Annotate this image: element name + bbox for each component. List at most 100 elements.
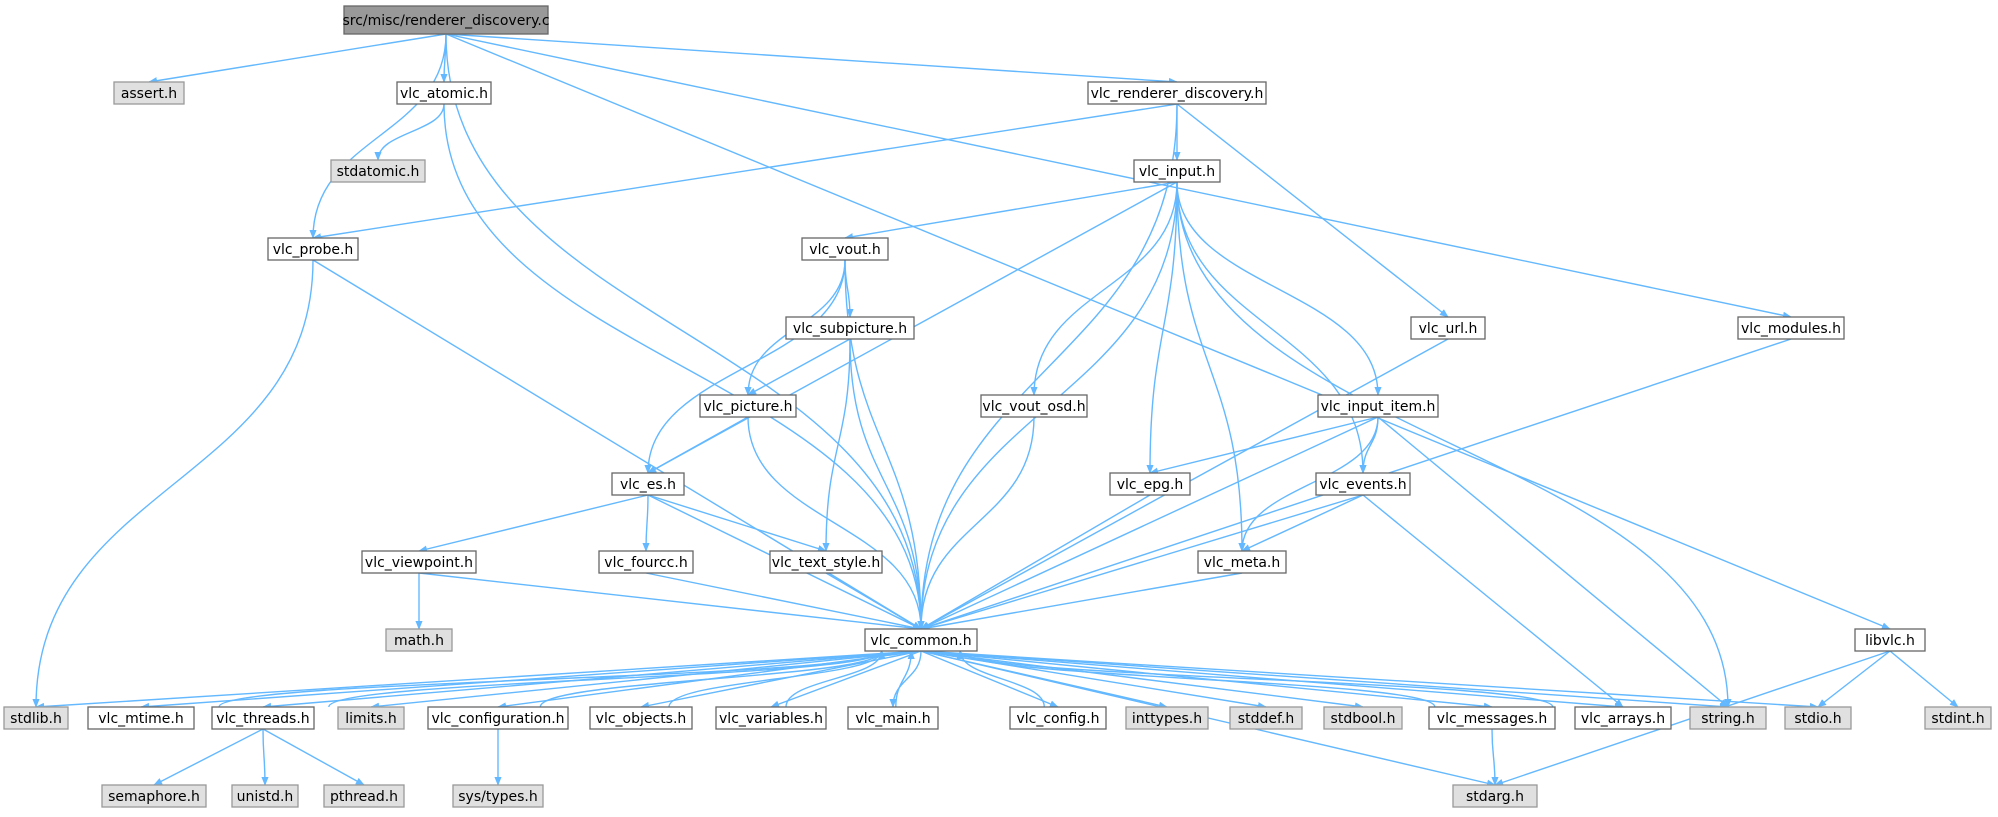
node-vlc-probe[interactable]: vlc_probe.h — [267, 237, 359, 261]
edge-vlc-common-to-stdbool — [920, 650, 1364, 710]
edge-root-to-vlc-probe — [309, 33, 447, 239]
node-label: inttypes.h — [1132, 711, 1202, 727]
node-vlc-modules[interactable]: vlc_modules.h — [1737, 316, 1845, 340]
node-label: vlc_vout.h — [809, 242, 880, 258]
node-box — [1133, 159, 1221, 183]
edge-root-to-assert — [148, 33, 447, 85]
node-box — [343, 5, 549, 35]
edge-vlc-input-to-vlc-events — [1176, 181, 1367, 474]
node-label: pthread.h — [330, 789, 398, 805]
edge-vlc-vout-to-vlc-es — [644, 259, 846, 474]
node-label: stdint.h — [1931, 711, 1984, 727]
edge-vlc-input-to-vlc-epg — [1146, 181, 1178, 474]
node-label: vlc_variables.h — [719, 711, 823, 727]
edge-vlc-events-to-vlc-meta — [1241, 494, 1364, 552]
node-vlc-config[interactable]: vlc_config.h — [1009, 706, 1107, 730]
node-label: vlc_events.h — [1319, 477, 1406, 493]
edge-vlc-input-to-string — [1176, 181, 1732, 708]
node-vlc-vout[interactable]: vlc_vout.h — [801, 237, 889, 261]
node-vlc-common[interactable]: vlc_common.h — [864, 628, 978, 652]
node-root: src/misc/renderer_discovery.c — [342, 5, 550, 35]
node-box — [323, 784, 405, 808]
edge-vlc-subpicture-to-vlc-text-style — [822, 338, 851, 552]
edge-vlc-subpicture-to-vlc-common — [849, 338, 925, 630]
node-box — [87, 706, 195, 730]
node-vlc-configuration[interactable]: vlc_configuration.h — [427, 706, 569, 730]
edge-vlc-events-to-vlc-arrays — [1362, 494, 1624, 708]
edge-vlc-vout-to-vlc-common — [844, 259, 925, 630]
node-label: libvlc.h — [1865, 633, 1915, 649]
node-label: limits.h — [345, 711, 396, 727]
node-libvlc[interactable]: libvlc.h — [1854, 628, 1926, 652]
node-vlc-text-style[interactable]: vlc_text_style.h — [769, 550, 883, 574]
edge-vlc-input-item-to-vlc-epg — [1149, 416, 1379, 475]
node-vlc-fourcc[interactable]: vlc_fourcc.h — [598, 550, 694, 574]
edge-vlc-es-to-vlc-fourcc — [642, 494, 650, 552]
node-label: vlc_viewpoint.h — [365, 555, 473, 571]
node-vlc-main[interactable]: vlc_main.h — [847, 706, 939, 730]
node-label: assert.h — [121, 86, 177, 102]
edge-vlc-messages-to-vlc-common — [956, 650, 1436, 708]
edge-vlc-picture-to-vlc-es — [647, 416, 749, 474]
edge-vlc-viewpoint-to-vlc-common — [418, 572, 922, 632]
node-vlc-url[interactable]: vlc_url.h — [1410, 316, 1486, 340]
edge-vlc-input-to-vlc-meta — [1176, 181, 1246, 552]
node-vlc-threads[interactable]: vlc_threads.h — [211, 706, 315, 730]
nodes-layer: src/misc/renderer_discovery.c assert.h vlc… — [3, 5, 1992, 808]
edge-vlc-arrays-to-vlc-common — [956, 650, 1554, 708]
node-box — [801, 237, 889, 261]
node-box — [1317, 394, 1439, 418]
node-label: vlc_main.h — [855, 711, 930, 727]
node-vlc-mtime[interactable]: vlc_mtime.h — [87, 706, 195, 730]
edge-vlc-common-to-vlc-variables — [770, 650, 922, 708]
node-vlc-messages[interactable]: vlc_messages.h — [1428, 706, 1556, 730]
node-box — [980, 394, 1088, 418]
node-box — [1784, 706, 1852, 730]
edge-vlc-probe-to-stdlib — [32, 259, 314, 708]
edge-vlc-common-to-limits — [370, 650, 922, 710]
node-vlc-subpicture[interactable]: vlc_subpicture.h — [785, 316, 915, 340]
node-box — [211, 706, 315, 730]
node-label: vlc_config.h — [1016, 711, 1099, 727]
node-vlc-arrays[interactable]: vlc_arrays.h — [1574, 706, 1672, 730]
node-vlc-objects[interactable]: vlc_objects.h — [589, 706, 693, 730]
node-vlc-atomic[interactable]: vlc_atomic.h — [396, 81, 492, 105]
node-label: vlc_epg.h — [1117, 477, 1184, 493]
node-label: sys/types.h — [458, 789, 537, 805]
node-box — [101, 784, 207, 808]
edge-vlc-es-to-vlc-viewpoint — [418, 494, 649, 553]
edge-vlc-input-to-vlc-vout — [844, 181, 1178, 241]
node-vlc-input[interactable]: vlc_input.h — [1133, 159, 1221, 183]
node-vlc-epg[interactable]: vlc_epg.h — [1109, 472, 1191, 496]
node-vlc-picture[interactable]: vlc_picture.h — [699, 394, 797, 418]
node-vlc-viewpoint[interactable]: vlc_viewpoint.h — [361, 550, 477, 574]
node-label: vlc_common.h — [870, 633, 971, 649]
node-box — [1854, 628, 1926, 652]
edge-vlc-input-item-to-string — [1377, 416, 1729, 708]
edge-vlc-common-to-vlc-mtime — [140, 650, 922, 711]
node-vlc-meta[interactable]: vlc_meta.h — [1197, 550, 1287, 574]
node-label: vlc_meta.h — [1204, 555, 1281, 571]
node-stdbool: stdbool.h — [1323, 706, 1403, 730]
node-vlc-variables[interactable]: vlc_variables.h — [715, 706, 827, 730]
node-vlc-input-item[interactable]: vlc_input_item.h — [1317, 394, 1439, 418]
node-box — [715, 706, 827, 730]
node-stdlib: stdlib.h — [3, 706, 69, 730]
node-box — [1087, 81, 1267, 105]
edge-vlc-threads-to-unistd — [261, 728, 269, 786]
node-vlc-events[interactable]: vlc_events.h — [1315, 472, 1411, 496]
node-label: stddef.h — [1238, 711, 1294, 727]
node-label: vlc_objects.h — [596, 711, 687, 727]
node-vlc-renderer-discovery[interactable]: vlc_renderer_discovery.h — [1087, 81, 1267, 105]
node-box — [1197, 550, 1287, 574]
node-box — [330, 159, 426, 183]
node-box — [452, 784, 544, 808]
edge-vlc-input-item-to-vlc-meta — [1238, 416, 1379, 552]
node-label: src/misc/renderer_discovery.c — [342, 13, 549, 29]
node-math: math.h — [385, 628, 453, 652]
node-vlc-vout-osd[interactable]: vlc_vout_osd.h — [980, 394, 1088, 418]
edge-vlc-variables-to-vlc-common — [785, 650, 886, 708]
node-vlc-es[interactable]: vlc_es.h — [611, 472, 685, 496]
edge-vlc-threads-to-pthread — [262, 728, 365, 786]
edge-vlc-probe-to-vlc-common — [312, 259, 922, 630]
